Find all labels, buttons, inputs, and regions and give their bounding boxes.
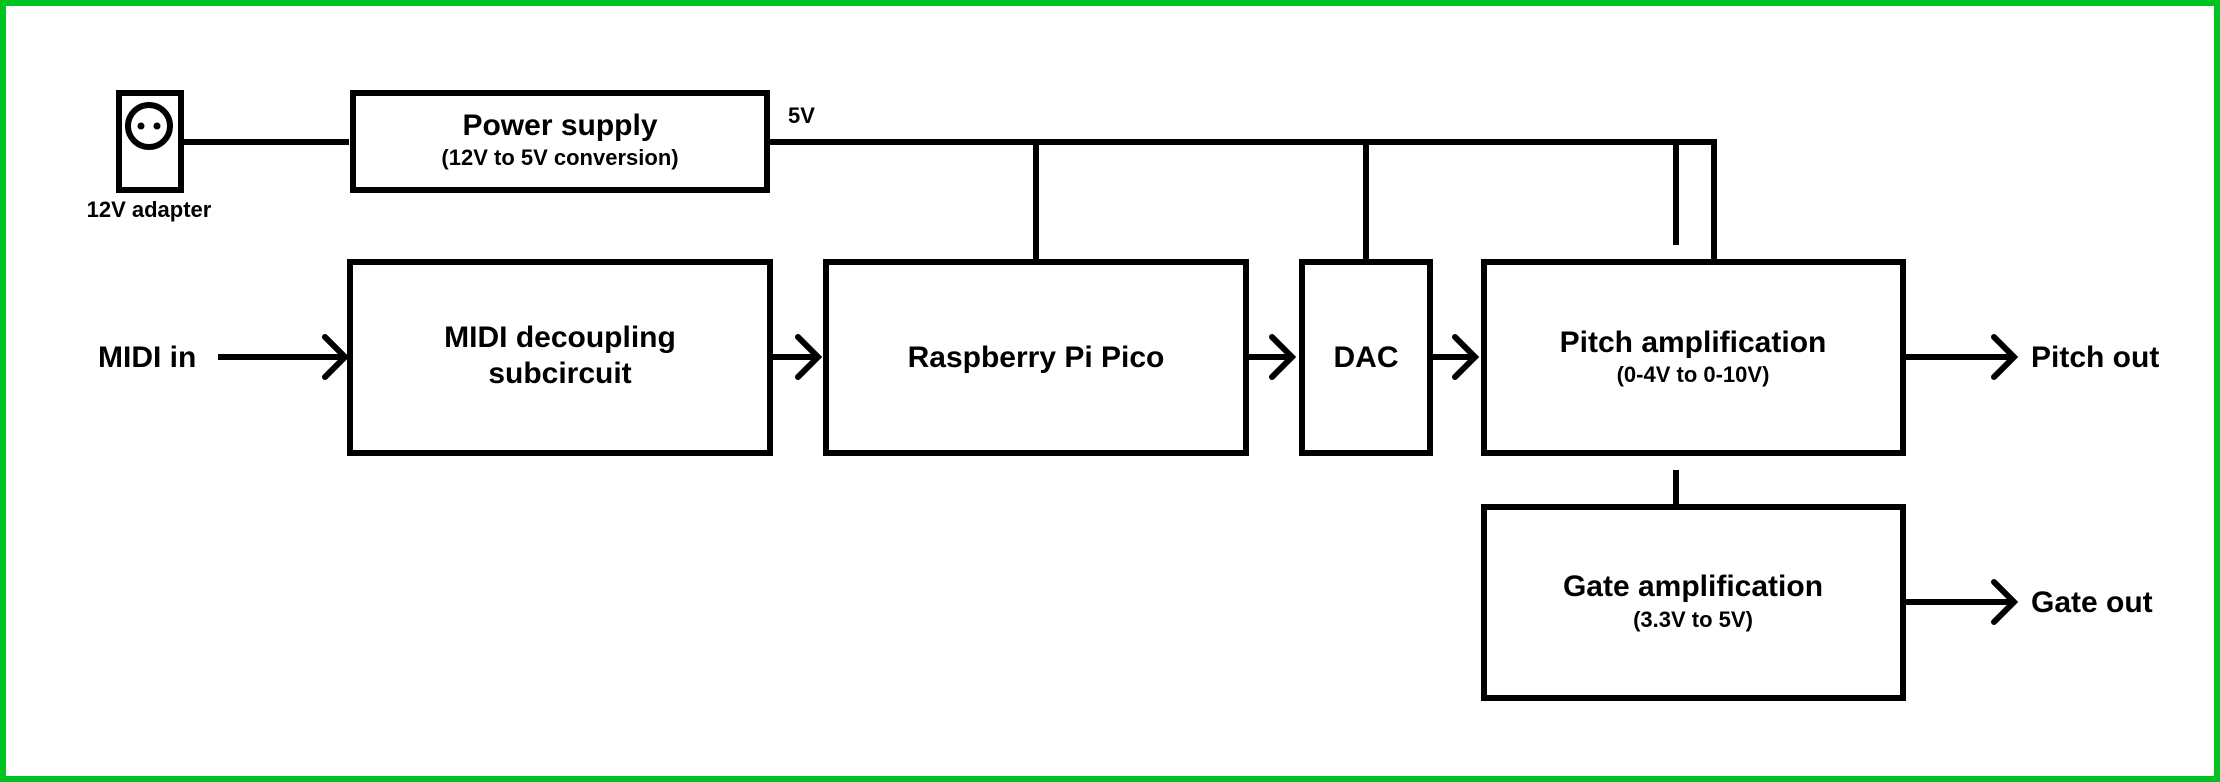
rail-voltage-label: 5V [788, 103, 815, 128]
gate-amplification-box [1481, 504, 1906, 701]
5v-rail [767, 139, 1717, 259]
gate-out-label: Gate out [2031, 586, 2153, 619]
pico-to-dac-arrow [1249, 334, 1297, 380]
gate-amplification-subtitle: (3.3V to 5V) [1633, 607, 1753, 632]
pitch-out-label: Pitch out [2031, 341, 2159, 374]
midi-in-label: MIDI in [98, 341, 196, 374]
adapter-label: 12V adapter [87, 197, 212, 222]
pico-title: Raspberry Pi Pico [908, 341, 1165, 374]
adapter [116, 90, 184, 193]
dac-title: DAC [1334, 341, 1399, 374]
midi-decoupling-box [347, 259, 773, 456]
pitch-amplification-box [1481, 259, 1906, 456]
gate-out-arrow [1906, 579, 2019, 625]
dac-box [1299, 259, 1433, 456]
pitch-amplification-subtitle: (0-4V to 0-10V) [1617, 362, 1770, 387]
gate-amplification-title: Gate amplification [1563, 570, 1823, 603]
midi-in-arrow [218, 334, 350, 380]
midi-decoupling-title-line1: MIDI decoupling [444, 321, 676, 354]
midi-to-pico-arrow [773, 334, 823, 380]
pitch-out-arrow [1906, 334, 2019, 380]
power-supply-subtitle: (12V to 5V conversion) [441, 145, 678, 170]
pitch-amplification-title: Pitch amplification [1560, 326, 1827, 359]
dac-to-pitch-arrow [1433, 334, 1480, 380]
power-socket-icon [125, 102, 173, 150]
midi-decoupling-title-line2: subcircuit [488, 357, 631, 390]
pico-box [823, 259, 1249, 456]
power-supply-title: Power supply [462, 109, 657, 142]
